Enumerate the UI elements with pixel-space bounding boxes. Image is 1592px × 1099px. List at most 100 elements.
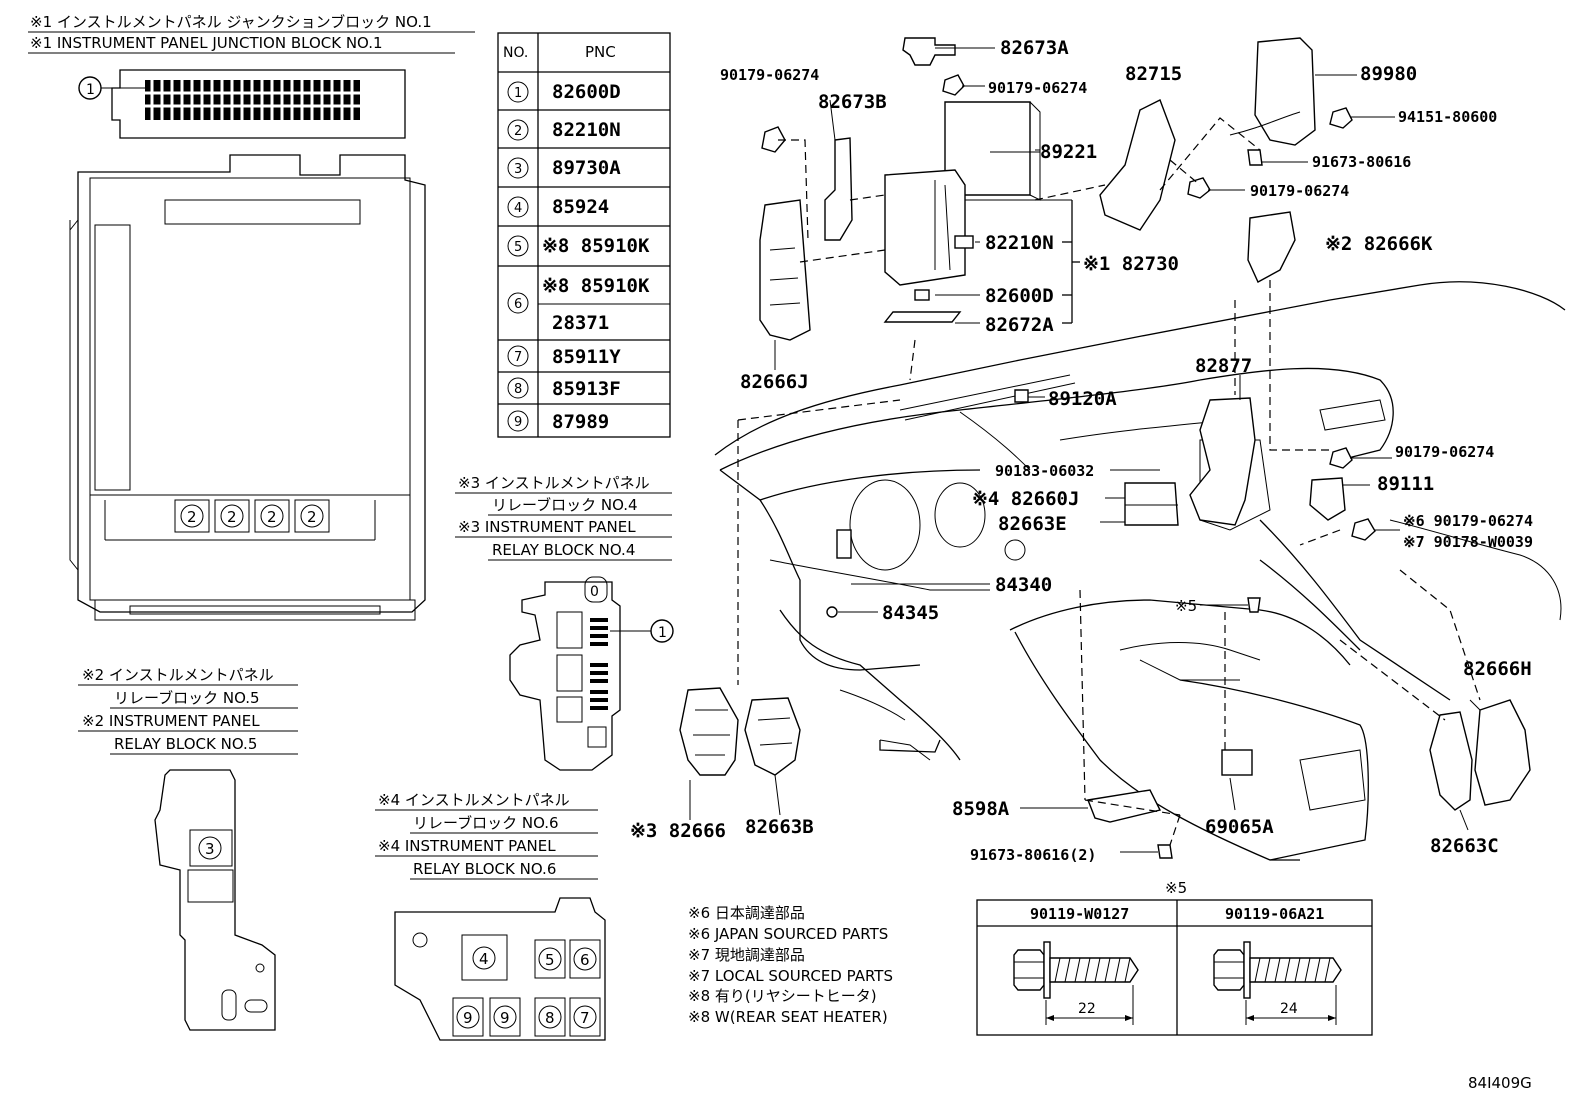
- rb6-title-jp-1: ※4 インストルメントパネル: [378, 791, 570, 809]
- marker-3: 3: [205, 840, 215, 858]
- bolt-col-2: 90119-06A21: [1225, 905, 1324, 923]
- rb4-title-jp-2: リレーブロック NO.4: [492, 496, 638, 514]
- rb5-title-en-1: ※2 INSTRUMENT PANEL: [82, 712, 260, 730]
- rb6-title-en-2: RELAY BLOCK NO.6: [413, 860, 556, 878]
- label-82673B: 82673B: [818, 91, 887, 113]
- table-row-6: 6 ※8 85910K 28371: [507, 275, 650, 334]
- label-82663C: 82663C: [1430, 835, 1499, 857]
- row-no: 9: [514, 415, 522, 430]
- note-6: ※8 W(REAR SEAT HEATER): [688, 1008, 888, 1026]
- row-no: 5: [514, 240, 522, 255]
- label-82666H: 82666H: [1463, 658, 1532, 680]
- row-no: 1: [514, 86, 522, 101]
- marker-2-c: 2: [267, 508, 277, 526]
- row-no: 7: [514, 350, 522, 365]
- label-89221: 89221: [1040, 141, 1097, 163]
- label-82663B: 82663B: [745, 816, 814, 838]
- note-3: ※7 現地調達部品: [688, 946, 805, 964]
- rb4-title-jp-1: ※3 インストルメントパネル: [458, 474, 650, 492]
- row-pnc: 89730A: [552, 157, 621, 179]
- row-pnc: 85924: [552, 196, 609, 218]
- bolt-col-1: 90119-W0127: [1030, 905, 1129, 923]
- row-pnc: 82600D: [552, 81, 621, 103]
- marker-1: 1: [86, 82, 95, 98]
- label-8598A: 8598A: [952, 798, 1010, 820]
- row-no: 2: [514, 124, 522, 139]
- rb6-title-en-1: ※4 INSTRUMENT PANEL: [378, 837, 556, 855]
- notes: ※6 日本調達部品 ※6 JAPAN SOURCED PARTS ※7 現地調達…: [688, 904, 893, 1026]
- table-header-no: NO.: [503, 45, 528, 61]
- note-1: ※6 日本調達部品: [688, 904, 805, 922]
- table-row-7: 7 85911Y: [507, 345, 621, 368]
- table-row-5: 5 ※8 85910K: [507, 235, 650, 257]
- marker-4: 4: [479, 950, 489, 968]
- marker-7: 7: [580, 1009, 590, 1027]
- diagram-id: 84I409G: [1468, 1074, 1532, 1092]
- row-no: 4: [514, 201, 522, 216]
- rb4-block: 0 1: [509, 576, 674, 771]
- marker-2-d: 2: [307, 508, 317, 526]
- note-5: ※8 有り(リヤシートヒータ): [688, 987, 877, 1005]
- jb1-title-en: ※1 INSTRUMENT PANEL JUNCTION BLOCK NO.1: [30, 34, 383, 52]
- part-labels: 82673A 90179-06274 90179-06274 82673B 82…: [630, 37, 1533, 864]
- rb4-title-en-1: ※3 INSTRUMENT PANEL: [458, 518, 636, 536]
- label-90183: 90183-06032: [995, 462, 1094, 480]
- label-90178-7: ※7 90178-W0039: [1403, 533, 1533, 551]
- rb6-heading: ※4 インストルメントパネル リレーブロック NO.6 ※4 INSTRUMEN…: [375, 791, 598, 880]
- label-82666J: 82666J: [740, 371, 809, 393]
- label-91673-bottom: 91673-80616(2): [970, 846, 1096, 864]
- label-82660J: ※4 82660J: [972, 488, 1079, 510]
- leader-lines: [689, 47, 1481, 853]
- label-82730: ※1 82730: [1083, 253, 1179, 275]
- marker-9-a: 9: [463, 1009, 473, 1027]
- bolt-length-1: 22: [1078, 1001, 1096, 1017]
- dashed-guides: [737, 117, 1481, 846]
- table-row-2: 2 82210N: [507, 119, 621, 141]
- jb1-title-jp: ※1 インストルメントパネル ジャンクションブロック NO.1: [30, 13, 432, 31]
- label-69065A: 69065A: [1205, 816, 1274, 838]
- row-pnc: 87989: [552, 411, 609, 433]
- marker-6: 6: [580, 951, 590, 969]
- label-90179-right-top: 90179-06274: [1250, 182, 1349, 200]
- label-90179-top-left: 90179-06274: [720, 66, 819, 84]
- label-note5: ※5: [1175, 597, 1197, 615]
- rb5-title-jp-1: ※2 インストルメントパネル: [82, 666, 274, 684]
- marker-1-rb4: 1: [658, 625, 667, 641]
- rb5-block: 3: [154, 769, 276, 1031]
- label-82210N: 82210N: [985, 232, 1054, 254]
- row-no: 6: [514, 297, 522, 312]
- marker-5: 5: [545, 951, 555, 969]
- bolt-2-drawing: 24: [1213, 941, 1342, 1025]
- label-91673-top: 91673-80616: [1312, 153, 1411, 171]
- label-84340: 84340: [995, 574, 1052, 596]
- marker-2-b: 2: [227, 508, 237, 526]
- label-90179-right-mid: 90179-06274: [1395, 443, 1494, 461]
- row-no: 8: [514, 382, 522, 397]
- row-no: 3: [514, 162, 522, 177]
- row-pnc: ※8 85910K: [542, 275, 650, 297]
- rb6-title-jp-2: リレーブロック NO.6: [413, 814, 559, 832]
- bolt-length-2: 24: [1280, 1001, 1298, 1017]
- note-2: ※6 JAPAN SOURCED PARTS: [688, 925, 888, 943]
- marker-2-a: 2: [187, 508, 197, 526]
- marker-0: 0: [590, 584, 599, 600]
- row-pnc: 85911Y: [552, 346, 621, 368]
- marker-9-b: 9: [500, 1009, 510, 1027]
- table-row-1: 1 82600D: [507, 81, 621, 103]
- rb4-heading: ※3 インストルメントパネル リレーブロック NO.4 ※3 INSTRUMEN…: [455, 474, 672, 561]
- label-82715: 82715: [1125, 63, 1182, 85]
- note-4: ※7 LOCAL SOURCED PARTS: [688, 967, 893, 985]
- label-90179-top-mid: 90179-06274: [988, 79, 1087, 97]
- label-82663E: 82663E: [998, 513, 1067, 535]
- label-82666-3: ※3 82666: [630, 820, 726, 842]
- row-pnc-2: 28371: [552, 312, 609, 334]
- label-82877: 82877: [1195, 355, 1252, 377]
- jb1-body: 2 2 2 2: [69, 154, 426, 621]
- rb5-title-jp-2: リレーブロック NO.5: [114, 689, 260, 707]
- pnc-table: NO. PNC 1 82600D 2 82210N 3 89730A 4 859…: [497, 32, 671, 438]
- label-89111: 89111: [1377, 473, 1434, 495]
- table-row-8: 8 85913F: [507, 377, 621, 400]
- marker-8: 8: [545, 1009, 555, 1027]
- jb1-top-connector: 1: [78, 69, 406, 139]
